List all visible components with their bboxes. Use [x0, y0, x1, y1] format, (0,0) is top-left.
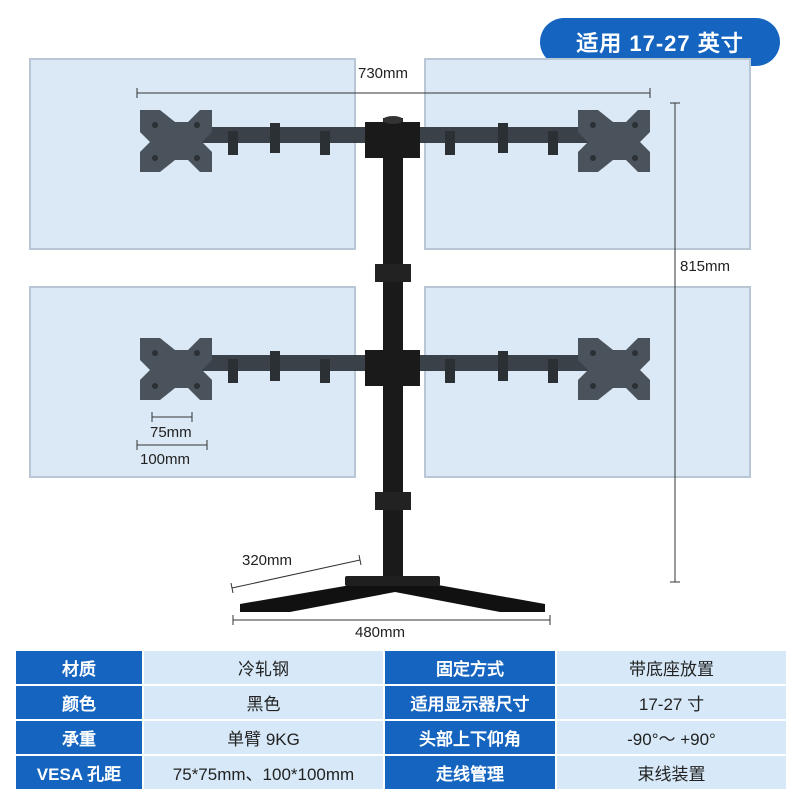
table-row: 承重 单臂 9KG 头部上下仰角 -90°～ +90° [14, 719, 788, 756]
spec-value: 黑色 [142, 684, 385, 721]
table-row: 材质 冷轧钢 固定方式 带底座放置 [14, 649, 788, 686]
spec-value: 75*75mm、100*100mm [142, 754, 385, 791]
spec-key: VESA 孔距 [14, 754, 144, 791]
dimension-lines [136, 88, 680, 625]
vesa-small-label: 75mm [150, 424, 192, 441]
width-total-label: 730mm [358, 65, 409, 82]
spec-key: 适用显示器尺寸 [383, 684, 557, 721]
vesa-plate-bottom-left [140, 338, 212, 400]
base-width-label: 480mm [355, 624, 406, 641]
table-row: 颜色 黑色 适用显示器尺寸 17-27 寸 [14, 684, 788, 721]
vesa-large-label: 100mm [140, 451, 191, 468]
spec-key: 颜色 [14, 684, 144, 721]
spec-value: -90°～ +90° [555, 719, 788, 756]
spec-key: 材质 [14, 649, 144, 686]
spec-value: 17-27 寸 [555, 684, 788, 721]
vesa-plate-bottom-right [578, 338, 650, 400]
stand-base [240, 576, 545, 612]
spec-value: 冷轧钢 [142, 649, 385, 686]
vesa-plate-top-left [140, 110, 212, 172]
product-illustration [29, 58, 751, 625]
spec-key: 固定方式 [383, 649, 557, 686]
base-depth-label: 320mm [242, 552, 293, 569]
bottom-arm [195, 350, 590, 386]
spec-table: 材质 冷轧钢 固定方式 带底座放置 颜色 黑色 适用显示器尺寸 17-27 寸 … [14, 649, 788, 791]
table-row: VESA 孔距 75*75mm、100*100mm 走线管理 束线装置 [14, 754, 788, 791]
spec-value: 带底座放置 [555, 649, 788, 686]
top-arm [195, 122, 590, 158]
spec-key: 走线管理 [383, 754, 557, 791]
vesa-plate-top-right [578, 110, 650, 172]
spec-key: 承重 [14, 719, 144, 756]
stand-pole [375, 116, 411, 588]
monitor-top-left [29, 58, 356, 250]
spec-value: 束线装置 [555, 754, 788, 791]
spec-value: 单臂 9KG [142, 719, 385, 756]
height-total-label: 815mm [680, 258, 731, 275]
spec-key: 头部上下仰角 [383, 719, 557, 756]
